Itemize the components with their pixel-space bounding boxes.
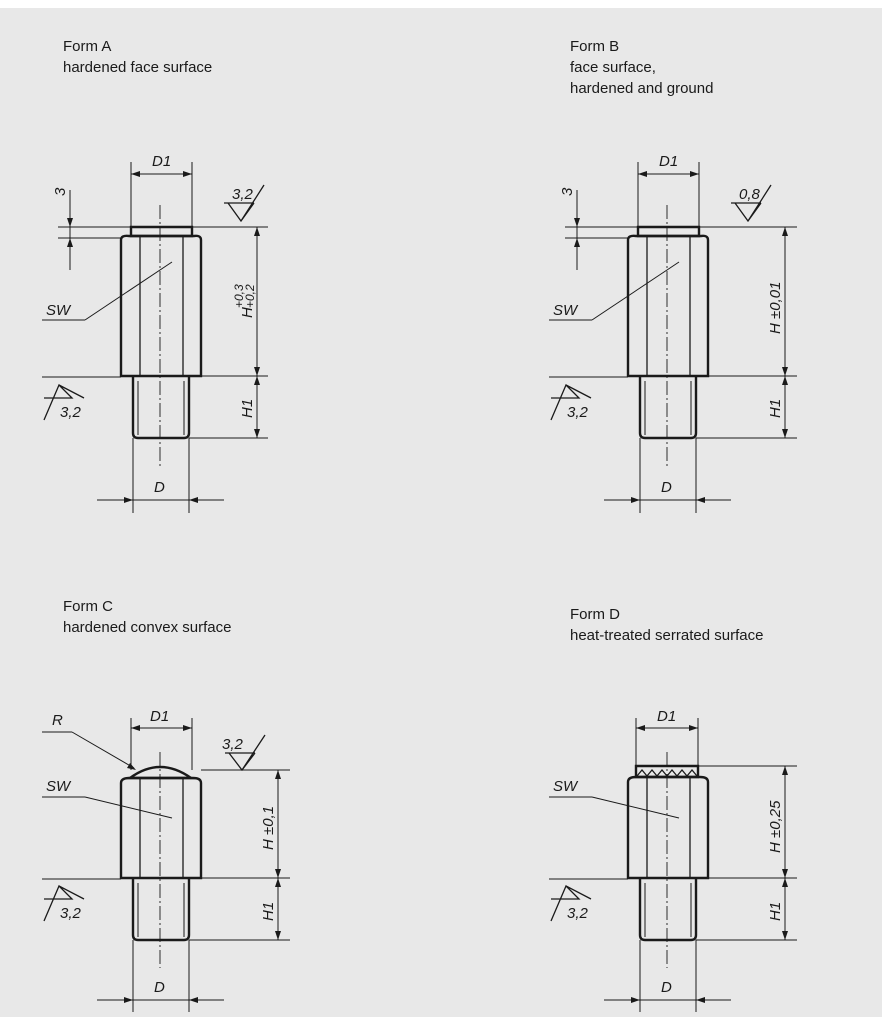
drawing-canvas bbox=[0, 8, 882, 1017]
form-a-caption: Form A hardened face surface bbox=[63, 36, 212, 78]
form-a-roughness-top: 3,2 bbox=[232, 186, 254, 203]
form-c-h1-label: H1 bbox=[260, 902, 277, 921]
form-d-hex-body bbox=[626, 775, 710, 880]
form-b-description-line-2: hardened and ground bbox=[570, 80, 714, 97]
form-a-d-label: D bbox=[154, 479, 165, 496]
form-c-d1-label: D1 bbox=[150, 708, 169, 725]
form-c-title: Form C bbox=[63, 598, 113, 615]
form-b-h1-label: H1 bbox=[767, 399, 784, 418]
form-d-d1-label: D1 bbox=[657, 708, 676, 725]
form-a-height-label: H bbox=[239, 307, 256, 318]
form-a-tol-upper: +0,3 bbox=[232, 284, 246, 308]
form-a-description: hardened face surface bbox=[63, 59, 213, 76]
form-a-d1-label: D1 bbox=[152, 153, 171, 170]
form-d-h1-label: H1 bbox=[767, 902, 784, 921]
form-a-hex-body bbox=[119, 234, 203, 378]
form-d-thread bbox=[638, 878, 698, 942]
form-c-roughness-top: 3,2 bbox=[222, 736, 244, 753]
form-b-height-label: H ±0,01 bbox=[767, 282, 784, 334]
form-b-description-line-1: face surface, bbox=[570, 59, 656, 76]
form-c-height-label: H ±0,1 bbox=[260, 806, 277, 850]
form-b-roughness-bottom: 3,2 bbox=[567, 404, 589, 421]
form-b-sw-label: SW bbox=[553, 302, 579, 319]
form-a-thread bbox=[131, 376, 191, 440]
form-a-chamfer-label: 3 bbox=[52, 187, 69, 196]
form-b-d-label: D bbox=[661, 479, 672, 496]
form-d-description: heat-treated serrated surface bbox=[570, 627, 764, 644]
form-b-hex-body bbox=[626, 234, 710, 378]
form-c-radius-label: R bbox=[52, 712, 63, 729]
form-d-title: Form D bbox=[570, 606, 620, 623]
form-a-sw-label: SW bbox=[46, 302, 72, 319]
form-c-roughness-bottom: 3,2 bbox=[60, 905, 82, 922]
form-b-title: Form B bbox=[570, 38, 620, 55]
form-d-caption: Form D heat-treated serrated surface bbox=[570, 604, 763, 646]
form-a-tol-lower: +0,2 bbox=[243, 284, 257, 308]
form-d-height-label: H ±0,25 bbox=[767, 800, 784, 853]
form-c-sw-label: SW bbox=[46, 778, 72, 795]
form-b-caption: Form B face surface, hardened and ground bbox=[570, 36, 713, 99]
form-a-roughness-bottom: 3,2 bbox=[60, 404, 82, 421]
form-d-sw-label: SW bbox=[553, 778, 579, 795]
form-b-roughness-top: 0,8 bbox=[739, 186, 761, 203]
form-c-d-label: D bbox=[154, 979, 165, 996]
form-c-thread bbox=[131, 878, 191, 942]
form-d-d-label: D bbox=[661, 979, 672, 996]
form-c-description: hardened convex surface bbox=[63, 619, 232, 636]
form-c-hex-body bbox=[119, 776, 203, 880]
form-b-chamfer-label: 3 bbox=[559, 187, 576, 196]
form-b-thread bbox=[638, 376, 698, 440]
form-c-caption: Form C hardened convex surface bbox=[63, 596, 231, 638]
form-a-title: Form A bbox=[63, 38, 112, 55]
form-a-h1-label: H1 bbox=[239, 399, 256, 418]
form-b-d1-label: D1 bbox=[659, 153, 678, 170]
form-d-roughness-bottom: 3,2 bbox=[567, 905, 589, 922]
